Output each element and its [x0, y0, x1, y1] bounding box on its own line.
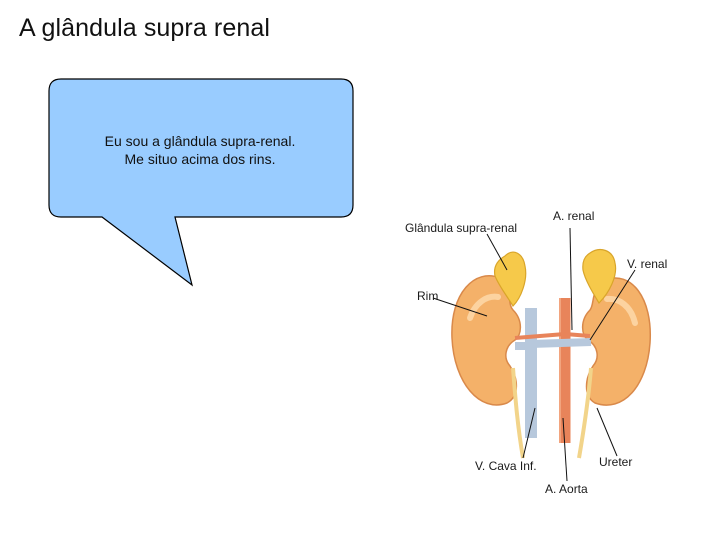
speech-bubble-line-2: Me situo acima dos rins. — [124, 151, 276, 167]
slide-title: A glândula supra renal — [19, 14, 270, 42]
speech-bubble: Eu sou a glândula supra-renal. Me situo … — [47, 77, 355, 289]
speech-bubble-shape — [48, 78, 354, 287]
label-kidney: Rim — [417, 289, 438, 303]
label-vena-cava: V. Cava Inf. — [475, 459, 537, 473]
left-adrenal-gland — [493, 251, 527, 307]
label-aorta: A. Aorta — [545, 482, 588, 496]
label-adrenal-gland: Glândula supra-renal — [405, 221, 517, 235]
speech-bubble-line-1: Eu sou a glândula supra-renal. — [104, 133, 296, 149]
speech-bubble-text: Eu sou a glândula supra-renal. Me situo … — [55, 132, 345, 168]
label-ureter: Ureter — [599, 455, 632, 469]
right-adrenal-gland — [582, 249, 617, 304]
right-kidney — [581, 277, 651, 406]
right-ureter — [577, 367, 593, 459]
label-renal-vein: V. renal — [627, 257, 667, 271]
label-renal-artery: A. renal — [553, 209, 594, 223]
kidney-anatomy-illustration: Glândula supra-renal A. renal V. renal R… — [405, 209, 667, 496]
left-ureter — [511, 367, 525, 459]
